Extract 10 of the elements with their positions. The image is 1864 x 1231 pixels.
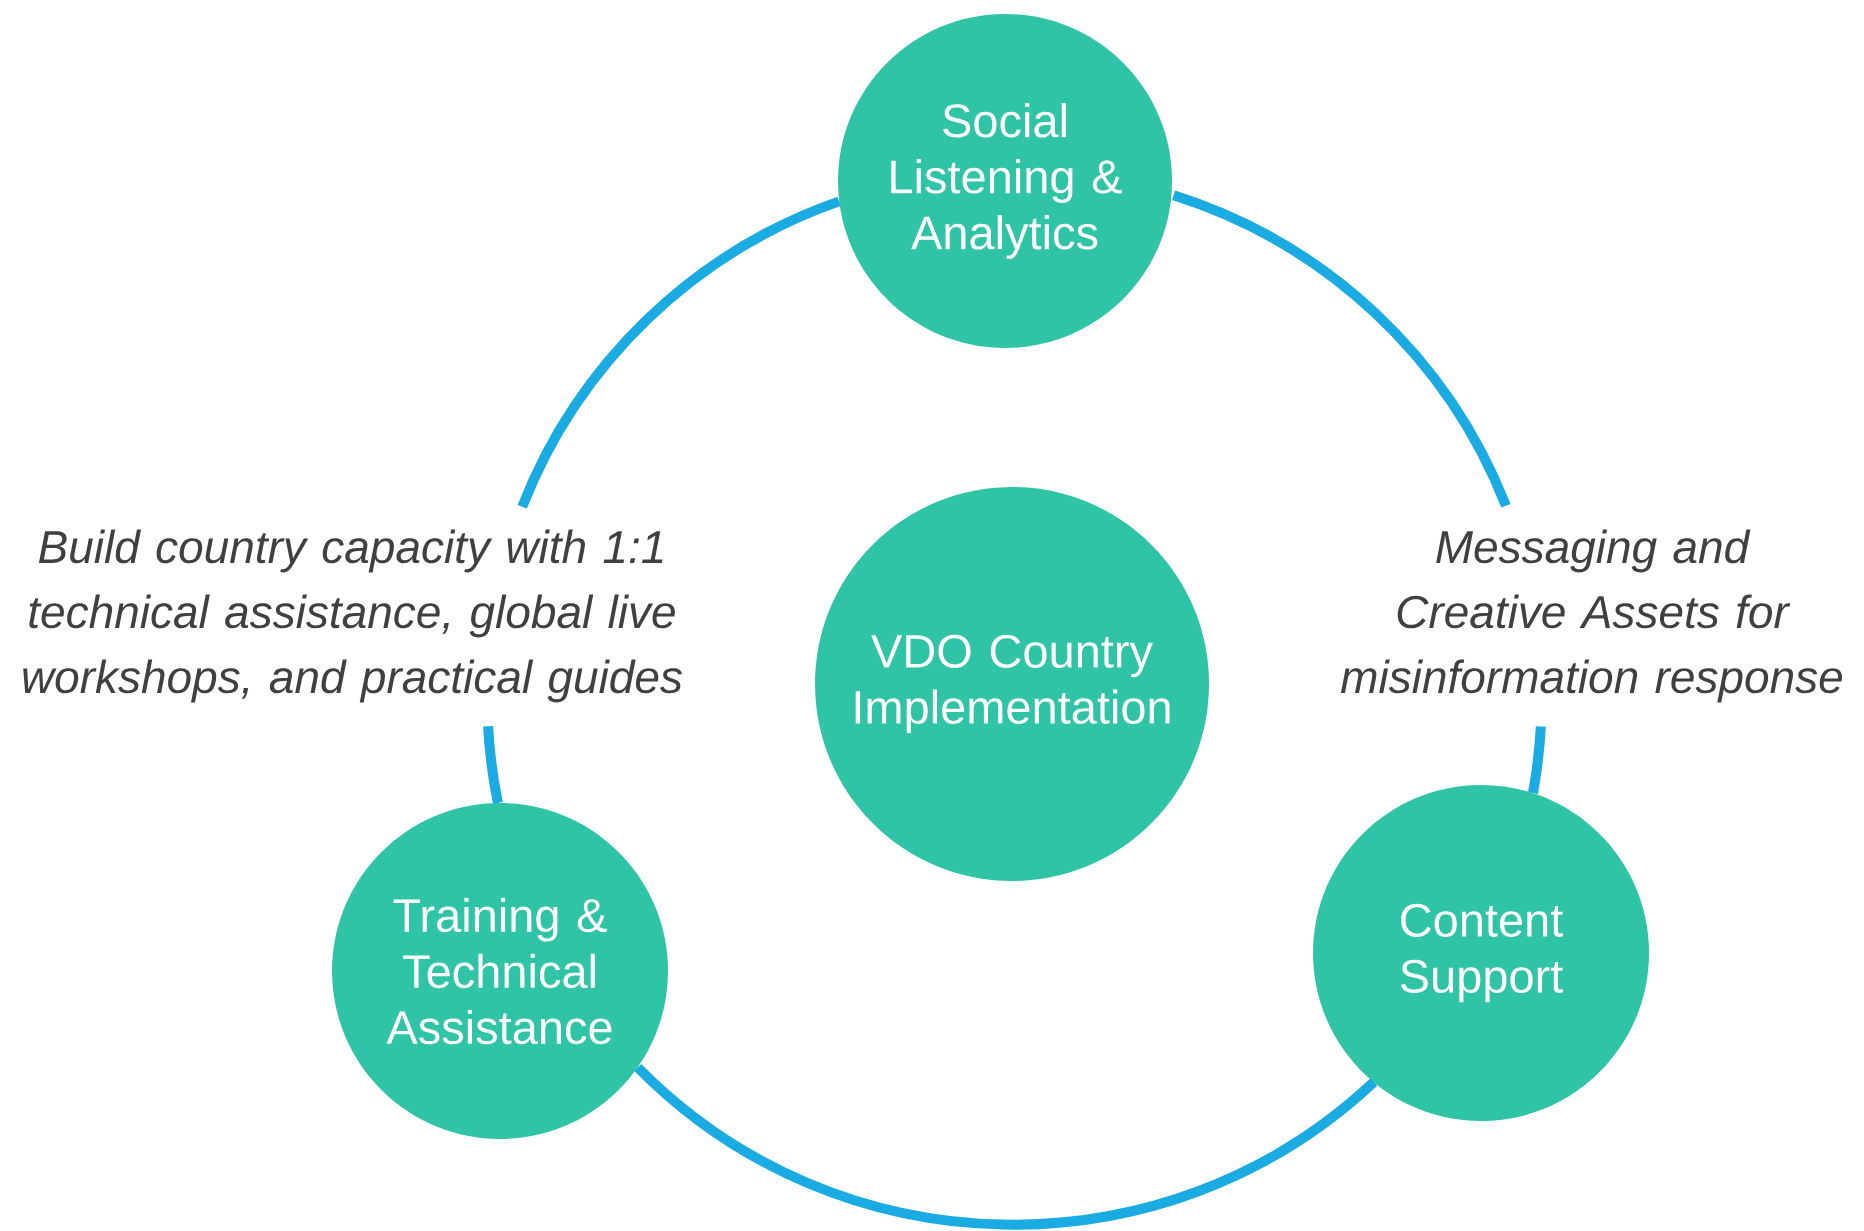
ring-arc	[1171, 190, 1511, 508]
ring-arc	[483, 725, 503, 804]
ring-arc	[1528, 726, 1546, 794]
ring-arc	[517, 196, 841, 509]
description-text: Messaging and Creative Assets for misinformation response	[1340, 529, 1843, 703]
description-text: Build country capacity with 1:1 technical assistance, global live workshops, and practical guides	[23, 529, 682, 703]
circle-node: Training & Technical Assistance	[332, 803, 668, 1139]
circle-node: Content Support	[1313, 785, 1649, 1121]
circle-node: Social Listening & Analytics	[838, 14, 1172, 348]
ring-arc	[634, 1063, 1378, 1230]
